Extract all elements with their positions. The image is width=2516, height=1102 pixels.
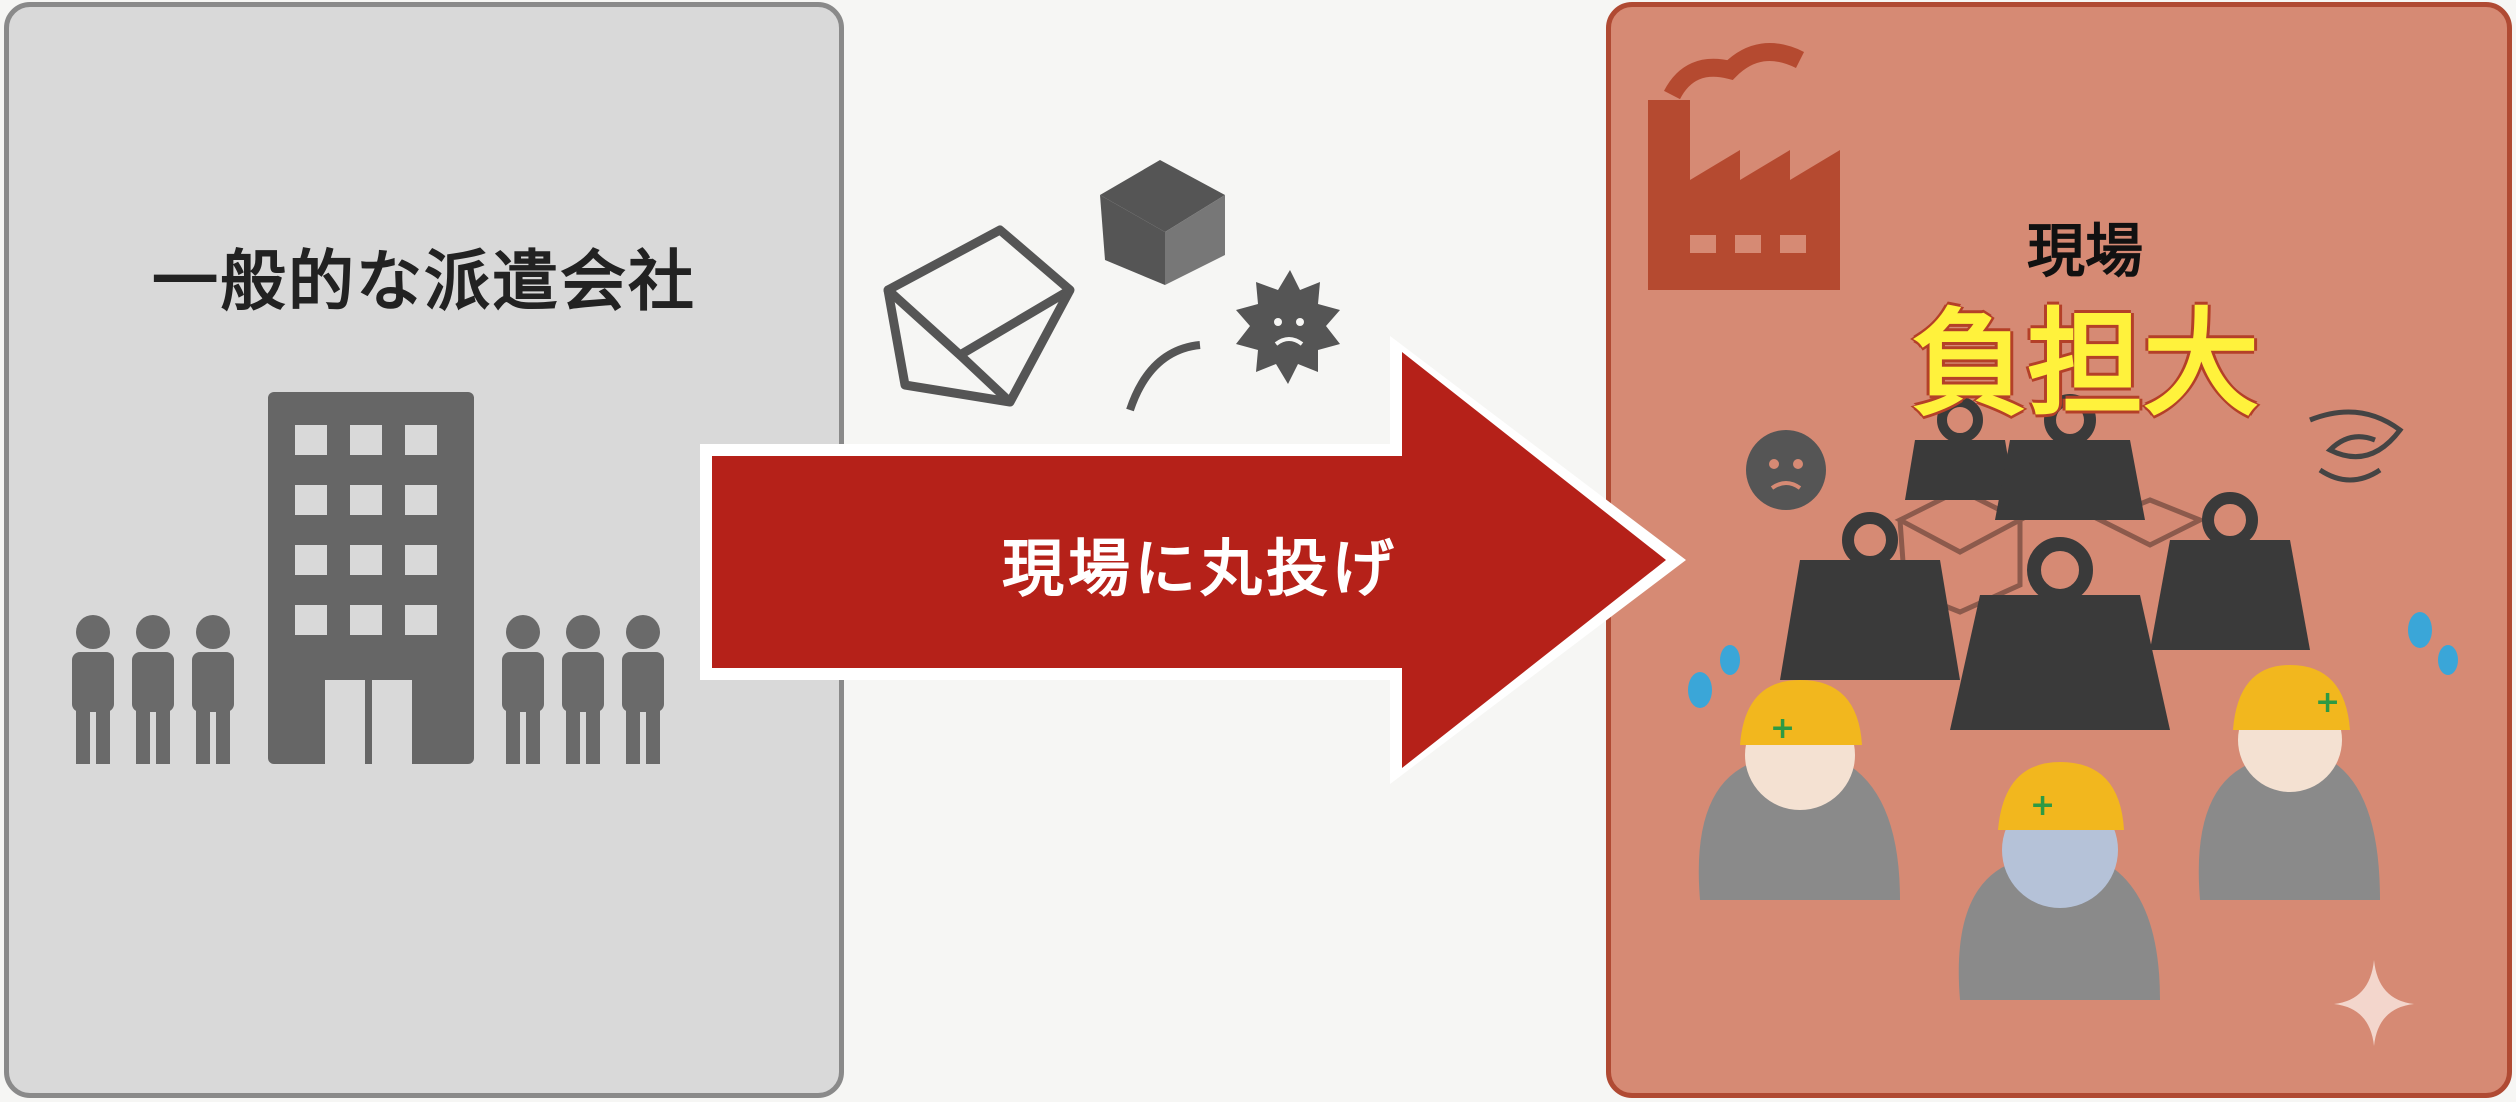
stress-swirl-icon (2309, 409, 2404, 483)
person-icon (562, 615, 604, 764)
burden-label: 負担大 (1911, 297, 2259, 432)
worker-icon: + (2198, 665, 2380, 900)
building-icon (268, 392, 474, 764)
angry-face-icon (1746, 430, 1826, 510)
sweat-drop-icon (1688, 612, 2458, 708)
person-icon (72, 615, 114, 764)
people-left (72, 615, 664, 764)
weight-icon (1995, 394, 2145, 520)
svg-text:+: + (2030, 788, 2055, 823)
svg-text:+: + (2315, 685, 2340, 720)
sparkle-icon (2334, 960, 2414, 1046)
worker-icon: + (1958, 762, 2160, 1000)
person-icon (622, 615, 664, 764)
factory-icon (1648, 43, 1840, 290)
weight-icon (1780, 512, 1960, 680)
motion-line (1126, 341, 1201, 412)
angry-face-icon (1236, 270, 1340, 384)
right-panel-title: 現場 (2026, 217, 2143, 285)
box-icon (883, 225, 1075, 407)
weight-icon (1950, 537, 2170, 730)
svg-text:+: + (1770, 711, 1795, 746)
weight-icon (2150, 492, 2310, 650)
box-icon (1100, 160, 1225, 285)
worker-icon: + (1698, 680, 1900, 900)
arrow-icon (700, 336, 1686, 784)
person-icon (502, 615, 544, 764)
person-icon (192, 615, 234, 764)
arrow-label: 現場に丸投げ (1001, 532, 1398, 605)
left-panel-title: 一般的な派遣会社 (152, 243, 696, 320)
person-icon (132, 615, 174, 764)
weight-icon (1905, 397, 2015, 500)
